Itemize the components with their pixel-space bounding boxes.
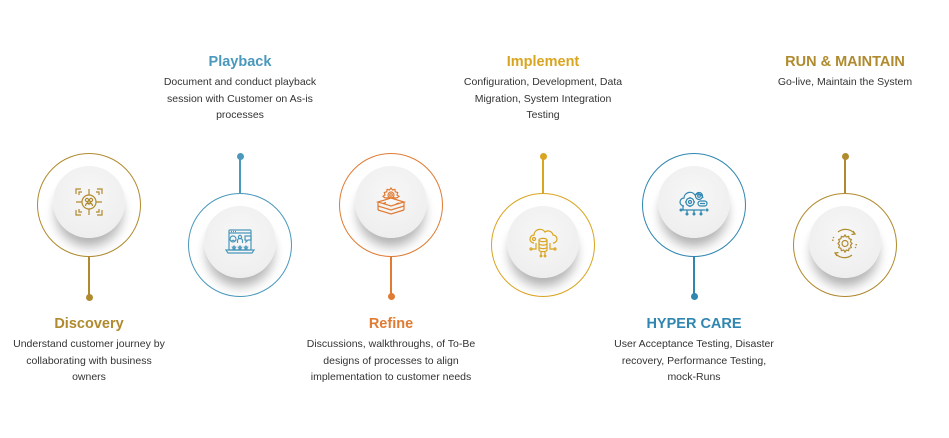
step-label: Discovery Understand customer journey by… — [0, 315, 199, 386]
step-ring — [37, 153, 141, 257]
step-description: Understand customer journey by collabora… — [13, 338, 165, 383]
step-label: RUN & MAINTAIN Go-live, Maintain the Sys… — [735, 53, 949, 91]
connector-line — [844, 156, 846, 193]
step-title: HYPER CARE — [646, 316, 742, 332]
step-title: Implement — [506, 54, 580, 70]
gear-cycle-icon — [831, 228, 857, 259]
step-disc — [203, 206, 276, 278]
step-title: RUN & MAINTAIN — [785, 54, 905, 70]
step-label: HYPER CARE User Acceptance Testing, Disa… — [584, 315, 804, 386]
customer-focus-icon — [74, 188, 103, 216]
connector-line — [693, 257, 695, 296]
step-title: Discovery — [54, 316, 124, 332]
layers-gear-icon — [375, 187, 406, 215]
connector-line — [390, 257, 392, 296]
step-description: User Acceptance Testing, Disaster recove… — [614, 338, 774, 383]
step-disc — [657, 166, 730, 238]
step-ring — [491, 193, 595, 297]
connector-line — [542, 156, 544, 193]
cloud-gears-icon — [678, 191, 709, 216]
connector-line — [88, 257, 90, 297]
step-label: Playback Document and conduct playback s… — [130, 53, 350, 124]
laptop-presentation-icon — [224, 229, 255, 254]
connector-dot — [85, 294, 93, 301]
connector-dot — [690, 293, 698, 300]
step-label: Implement Configuration, Development, Da… — [433, 53, 653, 124]
step-ring — [339, 153, 443, 257]
step-description: Document and conduct playback session wi… — [163, 76, 317, 121]
step-disc — [808, 206, 881, 278]
step-disc — [52, 166, 125, 238]
step-title: Playback — [208, 54, 272, 70]
step-title: Refine — [368, 316, 414, 332]
step-ring — [793, 193, 897, 297]
step-ring — [642, 153, 746, 257]
connector-dot — [387, 293, 395, 300]
step-disc — [506, 206, 579, 278]
step-description: Configuration, Development, Data Migrati… — [463, 76, 623, 121]
step-description: Go-live, Maintain the System — [777, 76, 913, 88]
connector-line — [239, 156, 241, 193]
step-label: Refine Discussions, walkthroughs, of To-… — [281, 315, 501, 386]
step-disc — [354, 166, 427, 238]
step-ring — [188, 193, 292, 297]
cloud-database-icon — [528, 228, 558, 258]
step-description: Discussions, walkthroughs, of To-Be desi… — [306, 338, 476, 383]
